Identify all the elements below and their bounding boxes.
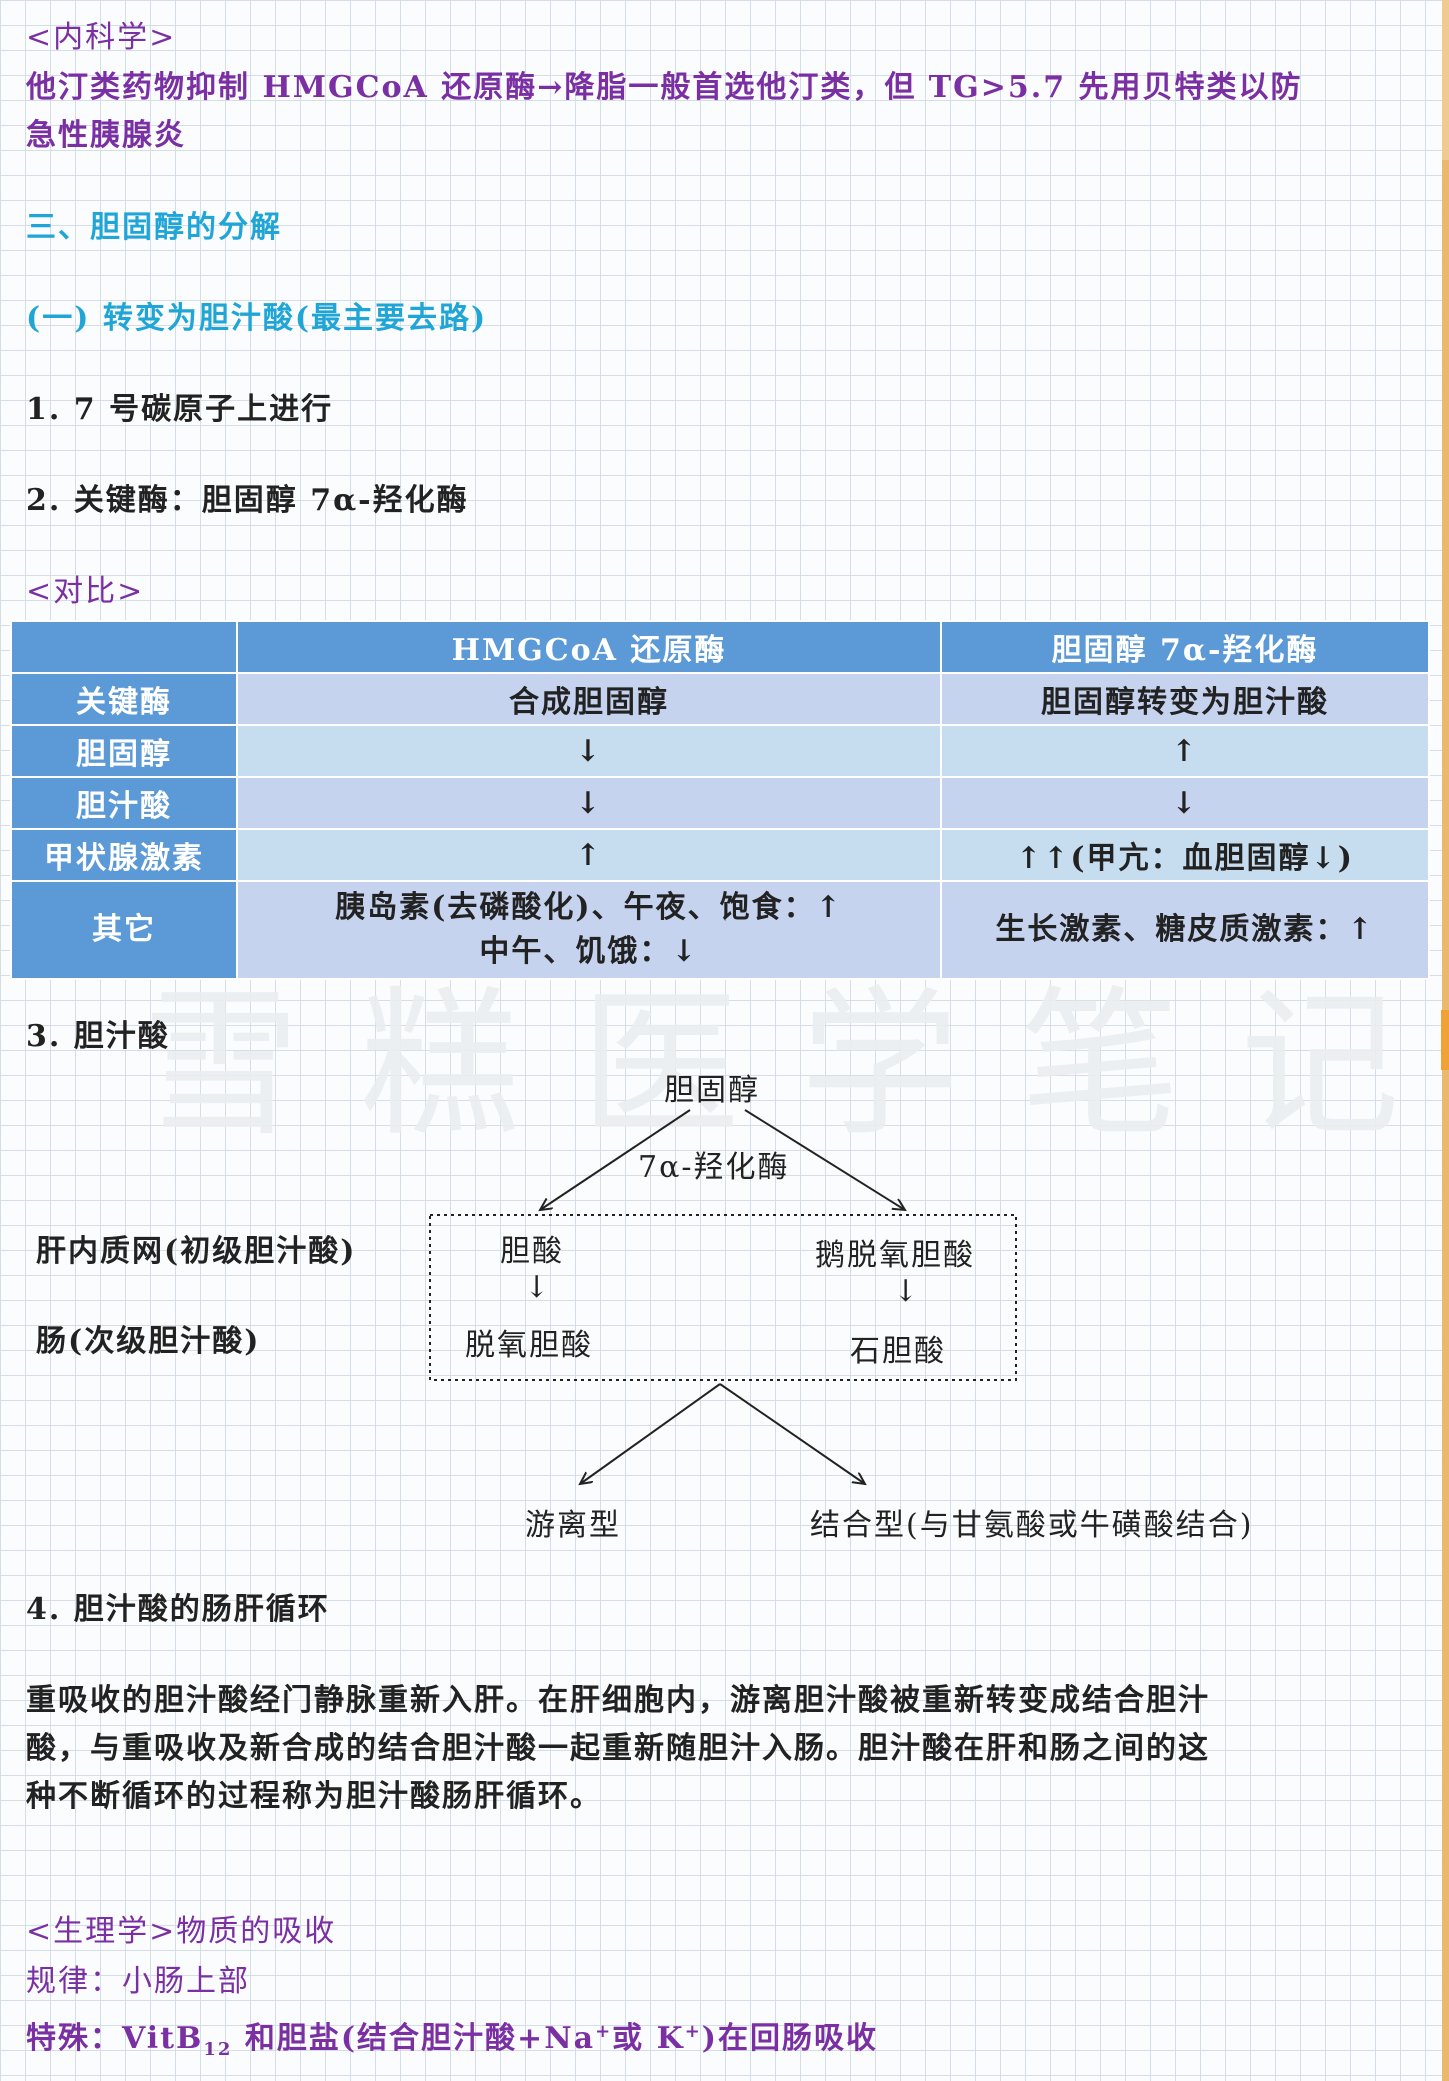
cholic-acid: 胆酸 (500, 1234, 564, 1269)
diagram-cholesterol: 胆固醇 (664, 1073, 760, 1108)
physiology-special: 特殊：VitB12 和胆盐(结合胆汁酸+Na+或 K+)在回肠吸收 (26, 2010, 878, 2072)
deoxycholic-acid: 脱氧胆酸 (465, 1328, 593, 1363)
right-edge-tab (1441, 1010, 1449, 1070)
table-cell: 胰岛素(去磷酸化)、午夜、饱食：↑ 中午、饥饿：↓ (236, 880, 942, 980)
row-header: 其它 (10, 880, 238, 980)
special-mid-2: 或 K (612, 2021, 685, 2056)
item-3: 3. 胆汁酸 (26, 1019, 170, 1054)
statin-line-1: 他汀类药物抑制 HMGCoA 还原酶→降脂一般首选他汀类，但 TG>5.7 先用… (26, 70, 1303, 105)
special-prefix: 特殊：VitB (26, 2021, 204, 2056)
section-subtitle: (一) 转变为胆汁酸(最主要去路) (26, 301, 488, 336)
table-cell: ↓ (236, 724, 942, 778)
chenodeoxycholic-acid: 鹅脱氧胆酸 (815, 1238, 975, 1273)
table-cell: 胆固醇转变为胆汁酸 (940, 672, 1430, 726)
table-row: 其它 胰岛素(去磷酸化)、午夜、饱食：↑ 中午、饥饿：↓ 生长激素、糖皮质激素：… (10, 880, 1430, 980)
conjugated-type: 结合型(与甘氨酸或牛磺酸结合) (810, 1508, 1254, 1543)
subject-label: <内科学> (26, 20, 177, 55)
table-header-hmgcoa: HMGCoA 还原酶 (236, 620, 942, 674)
intestine-label: 肠(次级胆汁酸) (36, 1324, 261, 1359)
item-2: 2. 关键酶：胆固醇 7α-羟化酶 (26, 483, 469, 518)
table-cell: 生长激素、糖皮质激素：↑ (940, 880, 1430, 980)
compare-label: <对比> (26, 574, 145, 609)
right-edge-bar-top (1442, 0, 1449, 160)
physiology-rule: 规律：小肠上部 (26, 1964, 250, 1999)
down-arrow-left: ↓ (524, 1270, 552, 1305)
table-cell: ↑↑(甲亢：血胆固醇↓) (940, 828, 1430, 882)
special-sup-2: + (684, 2021, 702, 2042)
table-cell: ↓ (940, 776, 1430, 830)
table-row: 胆汁酸 ↓ ↓ (10, 776, 1430, 830)
arrow-left-down (540, 1109, 691, 1210)
item-4: 4. 胆汁酸的肠肝循环 (26, 1592, 330, 1627)
cell-line: 中午、饥饿：↓ (479, 934, 699, 969)
watermark: 雪糕医学笔记 (140, 971, 1449, 1158)
table-cell: ↓ (236, 776, 942, 830)
dotted-box (429, 1214, 1017, 1381)
item-1: 1. 7 号碳原子上进行 (26, 392, 334, 427)
lithocholic-acid: 石胆酸 (850, 1334, 946, 1369)
table-row: 甲状腺激素 ↑ ↑↑(甲亢：血胆固醇↓) (10, 828, 1430, 882)
physiology-title: <生理学>物质的吸收 (26, 1914, 337, 1949)
special-sub: 12 (203, 2039, 233, 2060)
table-cell: 合成胆固醇 (236, 672, 942, 726)
arrow-to-conjugated (719, 1383, 865, 1484)
row-header: 胆固醇 (10, 724, 238, 778)
paragraph-line-3: 种不断循环的过程称为胆汁酸肠肝循环。 (26, 1779, 602, 1814)
table-row: 关键酶 合成胆固醇 胆固醇转变为胆汁酸 (10, 672, 1430, 726)
cell-line: 胰岛素(去磷酸化)、午夜、饱食：↑ (335, 890, 843, 925)
row-header: 胆汁酸 (10, 776, 238, 830)
arrow-right-down (744, 1109, 905, 1210)
table-row: 胆固醇 ↓ ↑ (10, 724, 1430, 778)
special-sup-1: + (595, 2021, 613, 2042)
free-type: 游离型 (525, 1508, 621, 1543)
comparison-table: HMGCoA 还原酶 胆固醇 7α-羟化酶 关键酶 合成胆固醇 胆固醇转变为胆汁… (10, 620, 1430, 980)
special-end: )在回肠吸收 (701, 2021, 878, 2056)
section-title: 三、胆固醇的分解 (26, 210, 282, 245)
table-header-row: HMGCoA 还原酶 胆固醇 7α-羟化酶 (10, 620, 1430, 674)
special-mid: 和胆盐(结合胆汁酸+Na (232, 2021, 596, 2056)
statin-line-2: 急性胰腺炎 (26, 118, 186, 153)
table-cell: ↑ (236, 828, 942, 882)
paragraph-line-1: 重吸收的胆汁酸经门静脉重新入肝。在肝细胞内，游离胆汁酸被重新转变成结合胆汁 (26, 1683, 1210, 1718)
paragraph-line-2: 酸，与重吸收及新合成的结合胆汁酸一起重新随胆汁入肠。胆汁酸在肝和肠之间的这 (26, 1731, 1210, 1766)
liver-er-label: 肝内质网(初级胆汁酸) (36, 1234, 357, 1269)
diagram-enzyme: 7α-羟化酶 (638, 1150, 790, 1185)
arrow-to-free (580, 1383, 721, 1484)
table-cell: ↑ (940, 724, 1430, 778)
down-arrow-right: ↓ (893, 1274, 921, 1309)
table-header-7a: 胆固醇 7α-羟化酶 (940, 620, 1430, 674)
row-header: 甲状腺激素 (10, 828, 238, 882)
row-header: 关键酶 (10, 672, 238, 726)
table-header-corner (10, 620, 238, 674)
